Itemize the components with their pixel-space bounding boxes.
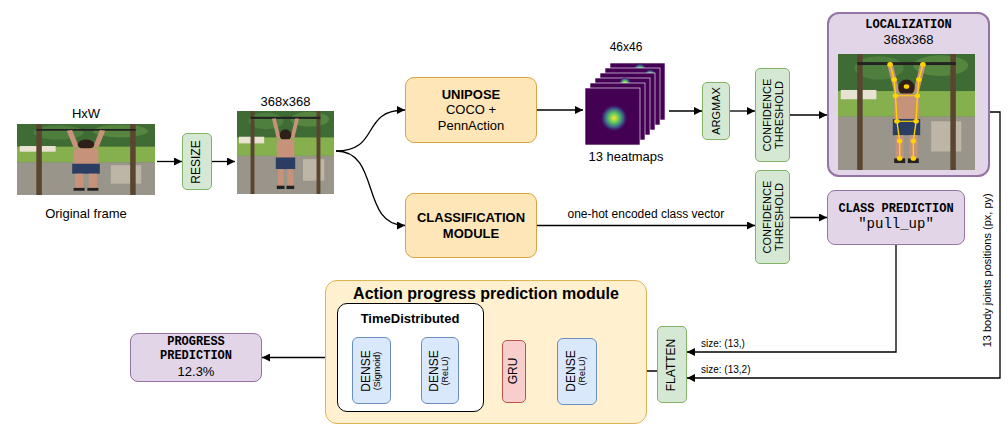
module-group: Action progress prediction moduleTimeDis… — [325, 280, 647, 424]
node-label: HxW — [72, 106, 100, 122]
process-box: RESIZE — [182, 133, 212, 190]
flow-arrow — [157, 161, 182, 162]
rotated-label: CONFIDENCE THRESHOLD — [760, 73, 784, 157]
node-label: GRU — [507, 358, 520, 385]
node-label: DENSE — [428, 350, 441, 391]
node-sublabel: 12.3% — [178, 364, 215, 380]
node-label: LOCALIZATION — [865, 18, 951, 32]
node-label: DENSE — [360, 350, 373, 391]
output-box: PROGRESS PREDICTION12.3% — [130, 333, 262, 382]
node-label: CLASSIFICATION MODULE — [412, 210, 530, 241]
output-box: CLASS PREDICTION"pull_up" — [827, 190, 965, 245]
node-label: CONFIDENCE THRESHOLD — [760, 73, 784, 157]
flow-arrow — [669, 110, 702, 111]
node-label: 46x46 — [610, 40, 643, 54]
output-panel: LOCALIZATION368x368 — [827, 12, 990, 177]
module-box: UNIPOSECOCO + PennAction — [405, 77, 537, 143]
layer-box: GRU — [502, 340, 526, 403]
flow-arrow — [212, 161, 235, 162]
edge-label: size: (13,2) — [701, 364, 750, 376]
edge-label: one-hot encoded class vector — [568, 208, 725, 222]
process-box: CONFIDENCE THRESHOLD — [755, 68, 790, 162]
node-sublabel: (ReLU) — [578, 350, 588, 391]
process-box: FLATTEN — [657, 326, 687, 403]
process-box: ARGMAX — [702, 82, 730, 140]
node-sublabel: Original frame — [45, 206, 127, 222]
localization-panel-fill — [827, 12, 990, 177]
layer-box: DENSE(Sigmoid) — [352, 337, 391, 404]
rotated-label: RESIZE — [190, 140, 203, 183]
wrapper-group: TimeDistributedDENSE(ReLU)DENSE(Sigmoid) — [337, 303, 484, 412]
flow-arrow — [336, 110, 405, 151]
rotated-label: FLATTEN — [665, 338, 678, 390]
flow-arrow — [790, 217, 827, 218]
node-label: TimeDistributed — [361, 311, 460, 327]
node-label: Action progress prediction module — [353, 284, 619, 303]
rotated-label: DENSE(Sigmoid) — [360, 350, 383, 391]
flow-arrow — [537, 109, 583, 110]
resized-frame-photo — [237, 111, 334, 194]
rotated-label: DENSE(ReLU) — [565, 350, 588, 391]
node-label: PROGRESS PREDICTION — [137, 336, 255, 364]
pose-keypoints — [887, 62, 925, 161]
layer-box: DENSE(ReLU) — [557, 338, 597, 405]
node-label: ARGMAX — [710, 87, 722, 135]
node-sublabel: (Sigmoid) — [373, 350, 383, 391]
rotated-label: CONFIDENCE THRESHOLD — [760, 175, 784, 259]
image-frame: HxW Original frame — [15, 106, 157, 222]
node-sublabel: COCO + PennAction — [412, 102, 530, 133]
node-sublabel: "pull_up" — [858, 216, 934, 233]
flow-arrow — [790, 114, 827, 115]
edge-label: size: (13,) — [701, 338, 745, 350]
node-label: CLASS PREDICTION — [838, 202, 953, 216]
rotated-label: GRU — [507, 358, 520, 385]
flow-arrow — [687, 245, 896, 352]
layer-box: DENSE(ReLU) — [421, 337, 459, 404]
node-sublabel: (ReLU) — [442, 350, 452, 391]
heatmap-stack — [585, 63, 665, 145]
node-label: UNIPOSE — [442, 87, 501, 103]
node-label: CONFIDENCE THRESHOLD — [760, 175, 784, 259]
rotated-label: DENSE(ReLU) — [428, 350, 451, 391]
flow-arrow — [537, 225, 755, 226]
heatmap-stack: 46x46 13 heatmaps — [583, 40, 669, 165]
side-label: 13 body joints positions (px, py) — [981, 193, 994, 347]
flow-arrow — [730, 110, 755, 111]
module-box: CLASSIFICATION MODULE — [405, 193, 537, 258]
node-label: FLATTEN — [665, 338, 678, 390]
flow-arrow — [687, 112, 1000, 378]
original-frame-photo — [17, 124, 155, 195]
image-frame: 368x368 — [235, 94, 336, 196]
node-sublabel: 13 heatmaps — [588, 149, 663, 165]
node-label: 368x368 — [261, 94, 311, 110]
node-label: DENSE — [565, 350, 578, 391]
node-sublabel: 368x368 — [884, 32, 934, 48]
rotated-label: ARGMAX — [710, 87, 722, 135]
flow-arrow — [336, 151, 405, 226]
localization-photo — [838, 54, 975, 170]
node-label: RESIZE — [190, 140, 203, 183]
process-box: CONFIDENCE THRESHOLD — [755, 170, 790, 264]
